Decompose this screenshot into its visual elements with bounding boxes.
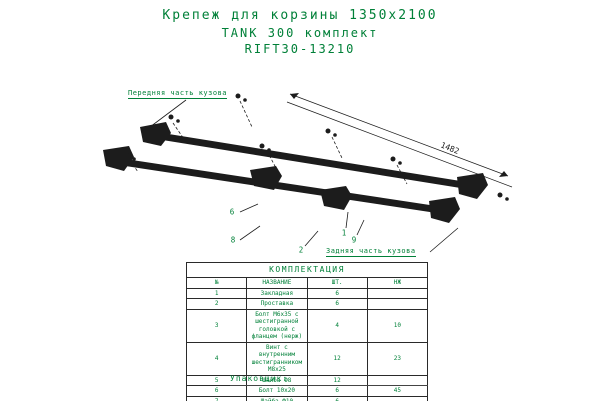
title-line3: RIFT30-13210 [244,42,356,56]
column-header-extra: НЖ [366,277,429,289]
column-header-num: № [185,277,248,289]
column-header-qty: ШТ. [306,277,368,289]
title-line1: Крепеж для корзины 1350х2100 [162,8,438,23]
callout-6: 6 [229,207,235,217]
fastener-icons [124,93,509,201]
middle-brackets [250,166,352,210]
callout-8: 8 [230,235,236,245]
parts-table-header-row: № НАЗВАНИЕ ШТ. НЖ [185,277,429,289]
dimension-lines [286,93,513,188]
callout-1: 1 [341,228,347,238]
title-block: Крепеж для корзины 1350х2100 TANK 300 ко… [0,8,600,56]
packer-signature-line: Упаковщик: [230,374,428,386]
callout-2: 2 [298,245,304,255]
parts-table-title: КОМПЛЕКТАЦИЯ [186,262,428,278]
column-header-name: НАЗВАНИЕ [246,277,308,289]
dimension-arrowheads [290,93,508,177]
packer-label: Упаковщик: [230,374,289,383]
rear-body-label: Задняя часть кузова [326,247,416,257]
callout-leader-lines [149,99,459,253]
title-line2: TANK 300 комплект [221,26,379,40]
front-rail [103,146,460,223]
front-body-label: Передняя часть кузова [128,89,228,99]
callout-9: 9 [351,235,357,245]
rear-rail [140,122,488,199]
